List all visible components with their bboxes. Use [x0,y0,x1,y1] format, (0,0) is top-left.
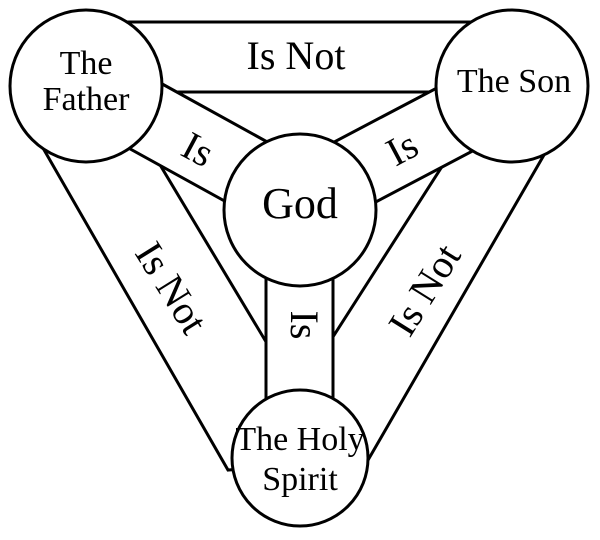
node-father [8,8,164,164]
node-label-god: God [262,179,338,228]
node-label-father-line1: The [60,45,113,82]
node-label-father-line2: Father [43,81,131,118]
node-god [222,132,378,288]
edge-label-father-son: Is Not [247,33,346,78]
node-spirit [230,388,370,528]
edge-label-spirit-god: Is [282,311,327,340]
node-son [434,8,590,164]
node-label-spirit-line1: The Holy [235,421,364,458]
node-label-spirit-line2: Spirit [262,461,338,498]
node-label-son: The Son [457,63,571,100]
